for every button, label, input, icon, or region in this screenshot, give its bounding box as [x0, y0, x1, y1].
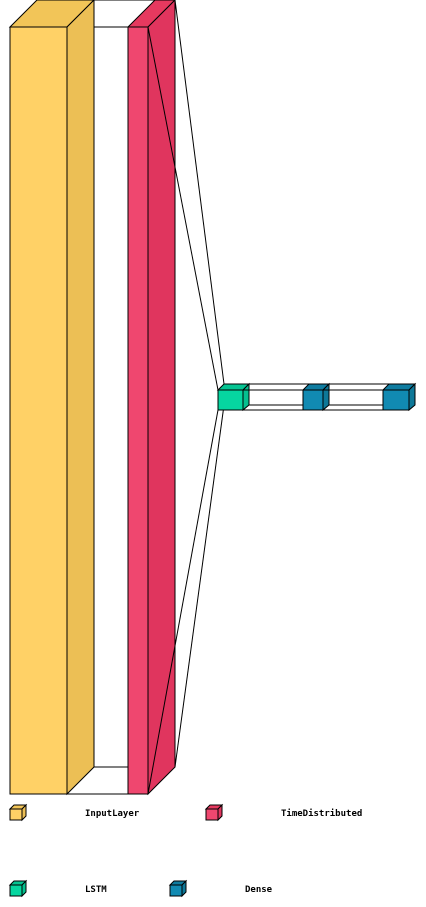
lstm-to-dense1-gap: [243, 383, 309, 411]
dense-block-2: [381, 382, 417, 412]
input-layer-side-face: [66, 0, 95, 796]
legend-swatch-timedistributed: [204, 803, 224, 822]
legend-label-dense: Dense: [245, 885, 273, 895]
legend-swatch-dense: [168, 879, 188, 898]
input-layer-front-face: [9, 26, 68, 795]
lstm-front-face: [217, 389, 244, 411]
dense1-front-face: [302, 389, 324, 411]
legend-item-lstm: LSTM: [8, 879, 107, 898]
input-to-timedistributed-gap: [67, 0, 155, 795]
timedistributed-block: [126, 0, 176, 796]
timedistributed-side-face: [147, 0, 176, 796]
legend-swatch-lstm: [8, 879, 28, 898]
dense-block-1: [301, 382, 331, 412]
legend-swatch-inputlayer: [8, 803, 28, 822]
legend-item-dense: Dense: [168, 879, 273, 898]
input-layer-block: [8, 0, 95, 796]
timedistributed-front-face: [127, 26, 149, 795]
legend-item-timedistributed: TimeDistributed: [204, 803, 362, 822]
legend-item-inputlayer: InputLayer: [8, 803, 140, 822]
dense1-to-dense2-gap: [323, 383, 389, 411]
legend: InputLayer TimeDistributed LSTM: [8, 803, 362, 898]
legend-label-inputlayer: InputLayer: [85, 809, 140, 819]
legend-label-lstm: LSTM: [85, 885, 107, 895]
lstm-block: [216, 382, 251, 412]
legend-label-timedistributed: TimeDistributed: [281, 808, 362, 819]
funnel-connector: [147, 0, 225, 795]
dense2-front-face: [382, 389, 410, 411]
